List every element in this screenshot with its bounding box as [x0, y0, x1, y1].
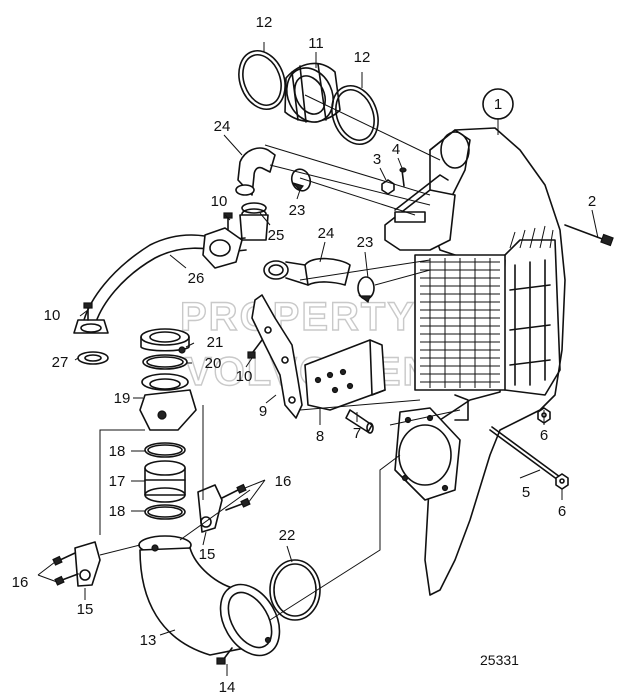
callout-21: 21	[207, 334, 224, 351]
callout-15-right: 15	[199, 546, 216, 563]
callout-18-lower: 18	[109, 503, 126, 520]
callout-9: 9	[259, 403, 267, 420]
callout-13: 13	[140, 632, 157, 649]
callout-25: 25	[268, 227, 285, 244]
adapter-stack	[139, 328, 197, 431]
stud-5	[489, 426, 561, 481]
callout-2: 2	[588, 193, 596, 210]
elbow-hose-upper	[235, 147, 276, 196]
drawing-number: 25331	[480, 652, 519, 668]
screw-2	[564, 224, 614, 247]
callout-labels: 1 2 3 4 5 6 6 7 8 9 10 10 10 11 12 12 13…	[12, 14, 597, 696]
callout-23-upper: 23	[289, 202, 306, 219]
hose-clamp-upper	[290, 168, 312, 192]
callout-12-left: 12	[256, 14, 273, 31]
charge-air-cooler-housing	[384, 127, 566, 596]
long-pipe	[73, 227, 247, 334]
spacer-7	[345, 409, 374, 434]
callout-1: 1	[494, 96, 502, 113]
callout-8: 8	[316, 428, 324, 445]
rubber-bellows	[284, 62, 341, 123]
callout-24-upper: 24	[214, 118, 231, 135]
callout-19: 19	[114, 390, 131, 407]
callout-14: 14	[219, 679, 236, 696]
screws-16	[52, 483, 251, 586]
sleeve-and-rings	[144, 442, 186, 520]
callout-22: 22	[279, 527, 296, 544]
callout-3: 3	[373, 151, 381, 168]
brackets-15	[74, 484, 223, 587]
callout-26: 26	[188, 270, 205, 287]
callout-6a: 6	[540, 427, 548, 444]
screw-14	[216, 647, 233, 665]
callout-20: 20	[205, 355, 222, 372]
callout-6b: 6	[558, 503, 566, 520]
callout-10-upper: 10	[211, 193, 228, 210]
callout-1-circle	[482, 88, 514, 120]
callout-leaders	[37, 42, 599, 676]
callout-16-left: 16	[12, 574, 29, 591]
hose-clamp-mid	[239, 202, 269, 241]
callout-17: 17	[109, 473, 126, 490]
hose-clamp-middle	[357, 276, 375, 303]
assembly-center-lines	[99, 94, 461, 621]
callout-27: 27	[52, 354, 69, 371]
callout-10-lower: 10	[236, 368, 253, 385]
callout-15-left: 15	[77, 601, 94, 618]
callout-16-right: 16	[275, 473, 292, 490]
cooler-core-fins	[420, 258, 500, 388]
callout-10-left: 10	[44, 307, 61, 324]
seal-ring-22	[269, 559, 321, 621]
callout-4: 4	[392, 141, 400, 158]
o-ring-pair	[238, 50, 379, 145]
hose-short-middle	[263, 257, 351, 286]
lower-elbow-pipe	[138, 535, 281, 657]
mounting-plate-8	[304, 339, 386, 411]
bracket-9	[251, 294, 303, 419]
callout-5: 5	[522, 484, 530, 501]
callout-18-upper: 18	[109, 443, 126, 460]
callout-12-right: 12	[354, 49, 371, 66]
callout-23-middle: 23	[357, 234, 374, 251]
callout-7: 7	[353, 425, 361, 442]
washer-4	[399, 167, 407, 187]
gasket-small	[77, 351, 109, 365]
callout-11: 11	[308, 35, 324, 52]
callout-24-middle: 24	[318, 225, 335, 242]
